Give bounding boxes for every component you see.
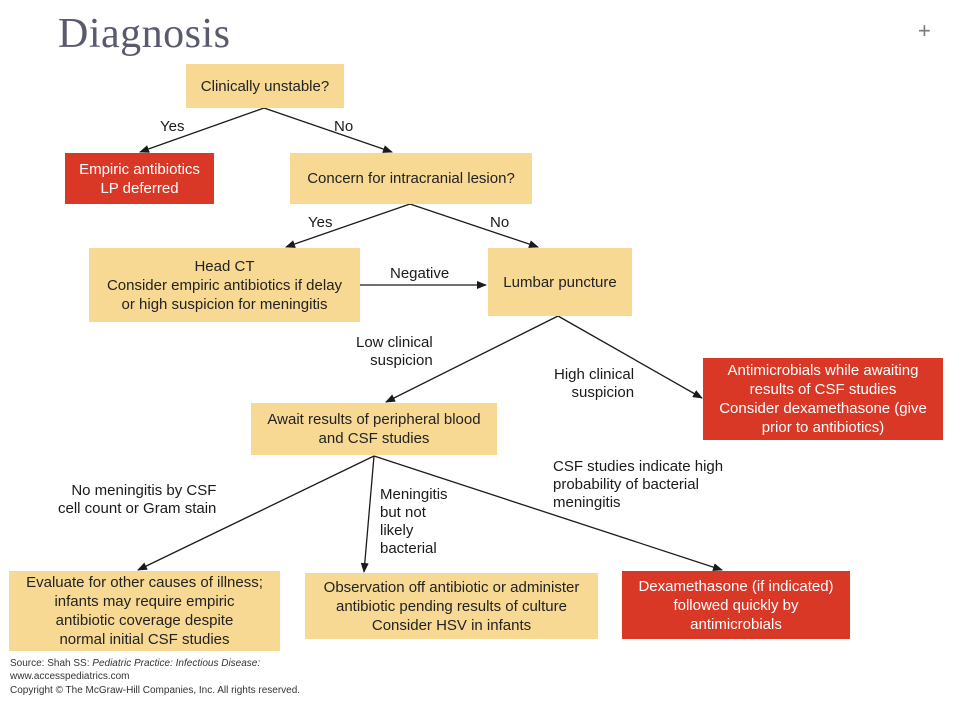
arrow-await-no-meningitis <box>137 455 375 571</box>
box-head-ct: Head CT Consider empiric antibiotics if … <box>89 248 360 322</box>
label-high-suspicion: High clinical suspicion <box>554 366 635 401</box>
arrow-lesion-no <box>409 203 539 248</box>
label-negative: Negative <box>390 265 450 282</box>
arrow-unstable-no <box>263 107 393 153</box>
page-title: Diagnosis <box>58 11 231 57</box>
plus-decoration-icon: + <box>918 18 931 43</box>
box-antimicrobials-awaiting: Antimicrobials while awaiting results of… <box>703 358 943 440</box>
box-dexamethasone: Dexamethasone (if indicated) followed qu… <box>622 571 850 639</box>
arrow-lp-low <box>385 315 559 403</box>
arrow-await-not-bacterial <box>360 455 375 573</box>
arrow-lesion-yes <box>285 203 411 248</box>
arrow-lp-high <box>557 315 703 399</box>
label-low-suspicion: Low clinical suspicion <box>356 334 433 369</box>
arrow-unstable-yes <box>139 107 265 153</box>
label-no-unstable: No <box>334 118 354 135</box>
source-citation: Source: Shah SS: Pediatric Practice: Inf… <box>10 658 261 669</box>
label-no-lesion: No <box>490 214 510 231</box>
box-await-results: Await results of peripheral blood and CS… <box>251 403 497 455</box>
label-yes-unstable: Yes <box>160 118 185 135</box>
label-meningitis-not-bacterial: Meningitis but not likely bacterial <box>380 486 448 557</box>
label-no-meningitis: No meningitis by CSF cell count or Gram … <box>58 482 217 517</box>
box-observation: Observation off antibiotic or administer… <box>305 573 598 639</box>
box-lumbar-puncture: Lumbar puncture <box>488 248 632 316</box>
copyright-notice: Copyright © The McGraw-Hill Companies, I… <box>10 685 301 696</box>
box-empiric-antibiotics: Empiric antibiotics LP deferred <box>65 153 214 204</box>
box-clinically-unstable: Clinically unstable? <box>186 64 344 108</box>
label-csf-high-probability: CSF studies indicate high probability of… <box>553 458 724 511</box>
label-yes-lesion: Yes <box>308 214 333 231</box>
box-evaluate-other: Evaluate for other causes of illness; in… <box>9 571 280 651</box>
box-intracranial-concern: Concern for intracranial lesion? <box>290 153 532 204</box>
source-url: www.accesspediatrics.com <box>10 671 130 682</box>
arrow-await-bacterial <box>373 455 723 571</box>
